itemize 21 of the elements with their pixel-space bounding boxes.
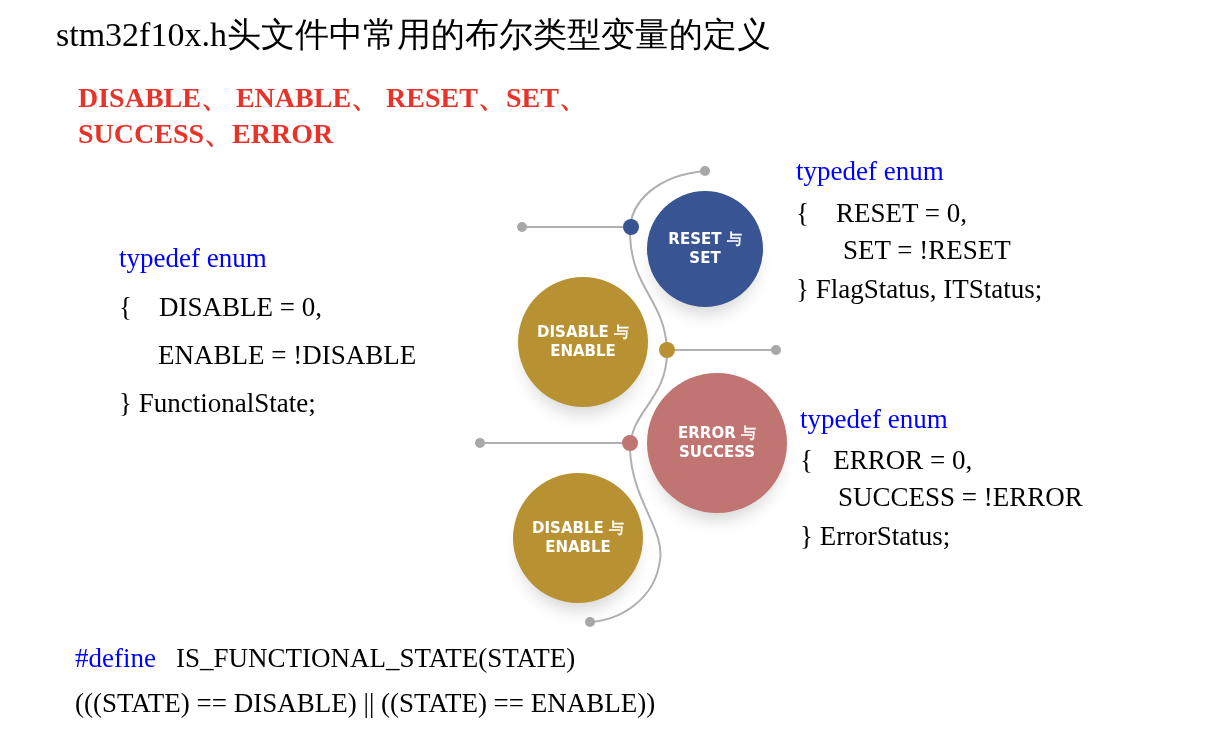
code-line: ENABLE = !DISABLE [158,341,417,371]
topic-circle: RESET 与 SET [647,191,763,307]
code-line: SUCCESS = !ERROR [838,483,1083,513]
topic-circle: ERROR 与 SUCCESS [647,373,787,513]
code-line: (((STATE) == DISABLE) || ((STATE) == ENABLE)) [75,689,656,719]
code-keyword: typedef enum [796,157,944,187]
code-line: } FunctionalState; [119,389,316,419]
code-keyword: typedef enum [800,405,948,435]
code-line: } FlagStatus, ITStatus; [796,275,1043,305]
code-line: } ErrorStatus; [800,522,951,552]
code-line: { ERROR = 0, [800,446,973,476]
code-line: { DISABLE = 0, [119,293,322,323]
code-keyword: typedef enum [119,244,267,274]
code-keyword: #define [75,644,156,674]
keyword-list: DISABLE、 ENABLE、 RESET、SET、 SUCCESS、ERROR [78,80,648,152]
code-line: IS_FUNCTIONAL_STATE(STATE) [176,644,576,674]
code-line: { RESET = 0, [796,199,967,229]
topic-circle: DISABLE 与 ENABLE [513,473,643,603]
code-line: SET = !RESET [843,236,1011,266]
topic-circle: DISABLE 与 ENABLE [518,277,648,407]
title: stm32f10x.h头文件中常用的布尔类型变量的定义 [56,16,771,54]
